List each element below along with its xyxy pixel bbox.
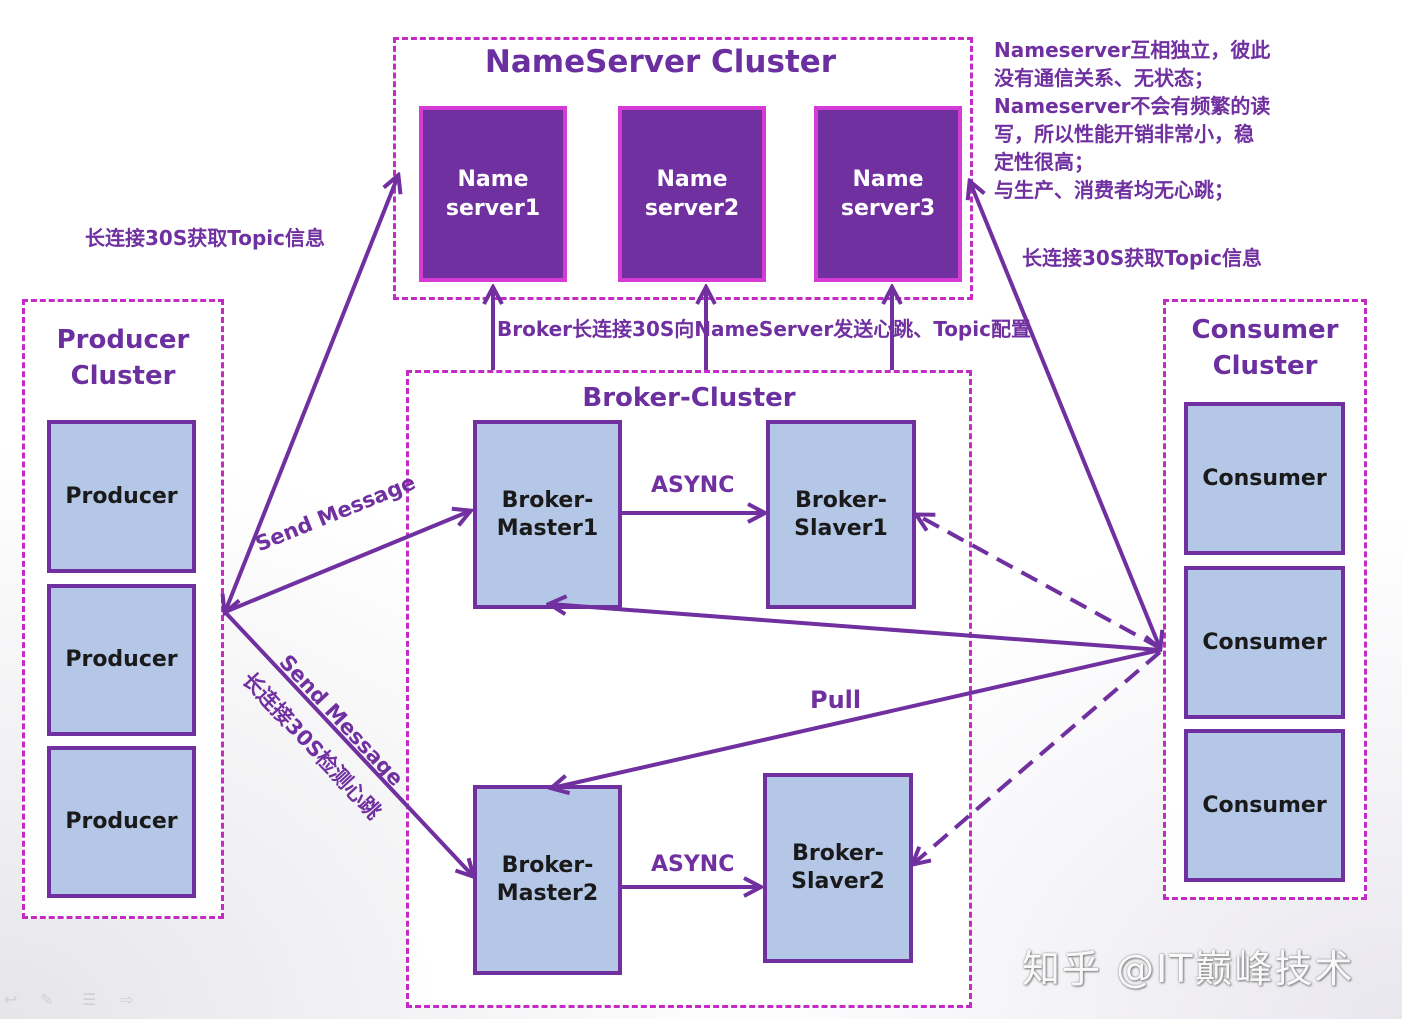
consumer-cluster-title: Consumer Cluster [1191, 315, 1339, 381]
watermark: 知乎 @IT巅峰技术 [1022, 947, 1355, 991]
nameserver-cluster-title: NameServer Cluster [484, 44, 837, 80]
label-async-1: ASYNC [651, 473, 735, 498]
consumer-box: Consumer [1184, 566, 1345, 719]
nameserver-2: Name server2 [618, 106, 766, 282]
arrow-pull-master1 [550, 604, 1161, 652]
broker-slaver-1: Broker- Slaver1 [766, 420, 916, 609]
label-pull: Pull [810, 686, 862, 714]
producer-cluster-title: Producer Cluster [56, 325, 190, 391]
broker-master-2: Broker- Master2 [473, 785, 622, 975]
broker-cluster-title: Broker-Cluster [582, 383, 796, 413]
arrow-dashed-slaver1 [917, 515, 1161, 650]
label-async-2: ASYNC [651, 852, 735, 877]
label-producer-topic: 长连接30S获取Topic信息 [85, 226, 325, 250]
label-broker-heartbeat: Broker长连接30S向NameServer发送心跳、Topic配置 [497, 317, 1031, 341]
forward-icon: ⇨ [120, 990, 134, 1009]
nameserver-note: Nameserver互相独立，彼此 没有通信关系、无状态； Nameserver… [994, 38, 1271, 202]
arrow-send-master2 [223, 610, 473, 876]
arrow-send-master1 [224, 511, 470, 614]
arrow-dashed-slaver2 [913, 650, 1162, 864]
arrow-producer-nameserver [225, 176, 398, 612]
producer-box: Producer [47, 420, 196, 573]
back-icon: ↩ [4, 990, 18, 1009]
broker-slaver-2: Broker- Slaver2 [763, 773, 913, 963]
label-consumer-topic: 长连接30S获取Topic信息 [1022, 246, 1262, 270]
producer-box: Producer [47, 584, 196, 736]
nameserver-1: Name server1 [419, 106, 567, 282]
consumer-box: Consumer [1184, 402, 1345, 555]
producer-box: Producer [47, 746, 196, 898]
broker-master-1: Broker- Master1 [473, 420, 622, 609]
arrow-consumer-nameserver [970, 182, 1160, 648]
menu-icon: ☰ [82, 990, 97, 1009]
pen-icon: ✎ [40, 990, 54, 1009]
nameserver-3: Name server3 [814, 106, 962, 282]
consumer-box: Consumer [1184, 729, 1345, 882]
arrow-pull-master2 [552, 648, 1161, 788]
